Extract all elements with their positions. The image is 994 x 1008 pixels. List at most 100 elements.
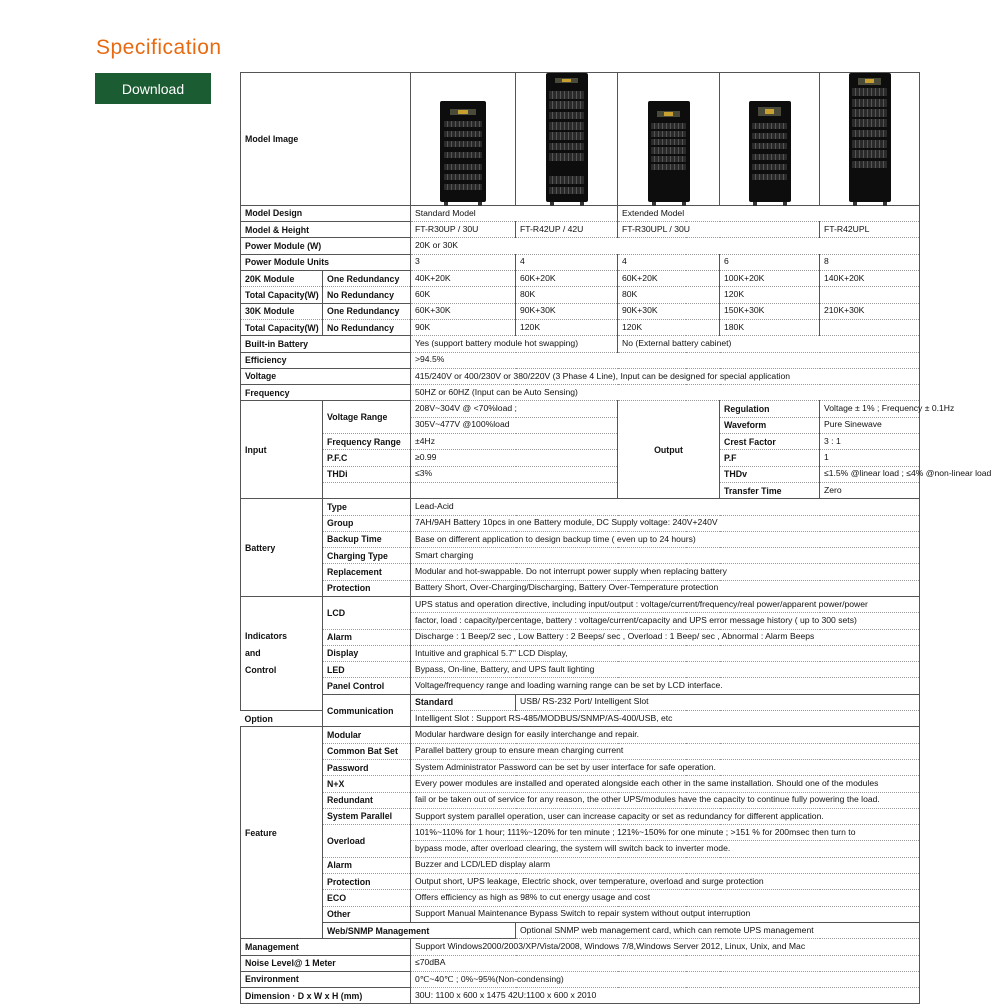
feature-item-label: Alarm [322,857,411,875]
model-design-label: Model Design [240,205,411,223]
power-units-cell: 3 [410,254,516,272]
feature-item-value: Every power modules are installed and op… [410,775,920,793]
feature-item-label: Common Bat Set [322,743,411,760]
web-snmp-value: Optional SNMP web management card, which… [515,922,920,940]
communication-item-label: Standard [410,694,516,712]
cabinet-image-42upl [819,72,920,206]
battery-item-label: Protection [322,580,411,598]
lcd-label: LCD [322,596,411,630]
battery-item-label: Group [322,515,411,532]
ups-cabinet-icon [647,101,690,206]
module-20k-label: 20K Module [240,270,323,288]
input-label: Input [240,400,323,500]
frequency-label: Frequency [240,384,411,402]
crest-factor-label: Crest Factor [719,433,820,451]
capacity-cell: 40K+20K [410,270,516,288]
feature-item-label: ECO [322,889,411,907]
regulation-value: Voltage ± 1% ; Frequency ± 0.1Hz [819,400,954,418]
feature-item-value: Modular hardware design for easily inter… [410,726,920,744]
indicator-item-label: Alarm [322,629,411,646]
standard-model-cell: Standard Model [410,205,618,223]
feature-item-value: Output short, UPS leakage, Electric shoc… [410,873,920,891]
voltage-range-line: 208V~304V @ <70%load ; [410,400,618,418]
model-height-label: Model & Height [240,221,411,239]
capacity-cell: 60K+20K [617,270,720,288]
power-units-cell: 4 [617,254,720,272]
regulation-label: Regulation [719,400,820,418]
model-height-cell: FT-R30UP / 30U [410,221,516,239]
feature-item-label: System Parallel [322,808,411,826]
blank-cell [322,482,411,500]
capacity-cell: 60K+30K [410,303,516,320]
capacity-cell: 150K+30K [719,303,820,320]
feature-item-label: Overload [322,824,411,858]
transfer-time-value: Zero [819,482,920,500]
ups-cabinet-icon [545,73,588,206]
feature-label: Feature [240,726,323,940]
capacity-cell: 80K [617,286,720,304]
feature-item-value: bypass mode, after overload clearing, th… [410,840,920,858]
indicator-item-label: Panel Control [322,677,411,695]
thdv-value: ≤1.5% @linear load ; ≤4% @non-linear loa… [819,466,991,483]
environment-label: Environment [240,971,411,989]
blank-cell [410,482,618,500]
frequency-value: 50HZ or 60HZ (Input can be Auto Sensing) [410,384,920,402]
indicators-label: Indicators and Control [240,596,323,712]
voltage-range-line: 305V~477V @100%load [410,417,618,435]
output-label: Output [617,400,720,500]
indicator-item-value: Intuitive and graphical 5.7” LCD Display… [410,645,920,663]
indicator-item-label: Display [322,645,411,663]
capacity-cell: 60K+20K [515,270,618,288]
capacity-cell [819,319,920,337]
communication-label: Communication [322,694,411,728]
model-image-label: Model Image [240,72,411,206]
total-capacity-label: Total Capacity(W) [240,319,323,337]
builtin-battery-extended: No (External battery cabinet) [617,335,920,353]
feature-item-value: Support system parallel operation, user … [410,808,920,826]
pfc-value: ≥0.99 [410,449,618,467]
feature-item-value: Support Manual Maintenance Bypass Switch… [410,906,920,923]
one-redundancy-label: One Redundancy [322,270,411,288]
battery-item-label: Replacement [322,563,411,581]
download-button[interactable]: Download [95,73,211,104]
builtin-battery-standard: Yes (support battery module hot swapping… [410,335,618,353]
ups-cabinet-icon [748,101,791,206]
capacity-cell: 120K [719,286,820,304]
indicators-label-line: and [245,648,261,659]
total-capacity-label: Total Capacity(W) [240,286,323,304]
feature-item-label: Password [322,759,411,777]
thdv-label: THDv [719,466,820,483]
pfc-label: P.F.C [322,449,411,467]
voltage-value: 415/240V or 400/230V or 380/220V (3 Phas… [410,368,920,386]
efficiency-label: Efficiency [240,352,411,369]
indicator-item-value: Bypass, On-line, Battery, and UPS fault … [410,661,920,679]
model-height-cell: FT-R30UPL / 30U [617,221,820,239]
pf-label: P.F [719,449,820,467]
one-redundancy-label: One Redundancy [322,303,411,320]
indicators-label-line: Control [245,664,277,675]
power-units-label: Power Module Units [240,254,411,272]
capacity-cell: 90K+30K [515,303,618,320]
ups-cabinet-icon [848,73,891,206]
capacity-cell [819,286,920,304]
model-height-cell: FT-R42UPL [819,221,920,239]
feature-item-label: Redundant [322,792,411,809]
noise-value: ≤70dBA [410,955,920,972]
thdi-label: THDi [322,466,411,483]
no-redundancy-label: No Redundancy [322,286,411,304]
indicator-item-value: Discharge : 1 Beep/2 sec , Low Battery :… [410,629,920,646]
power-module-label: Power Module (W) [240,237,411,255]
management-label: Management [240,938,411,956]
no-redundancy-label: No Redundancy [322,319,411,337]
power-units-cell: 4 [515,254,618,272]
frequency-range-value: ±4Hz [410,433,618,451]
power-units-cell: 8 [819,254,920,272]
efficiency-value: >94.5% [410,352,920,369]
noise-label: Noise Level@ 1 Meter [240,955,411,972]
thdi-value: ≤3% [410,466,618,483]
capacity-cell: 80K [515,286,618,304]
transfer-time-label: Transfer Time [719,482,820,500]
feature-item-value: Offers efficiency as high as 98% to cut … [410,889,920,907]
capacity-cell: 60K [410,286,516,304]
battery-label: Battery [240,498,323,597]
